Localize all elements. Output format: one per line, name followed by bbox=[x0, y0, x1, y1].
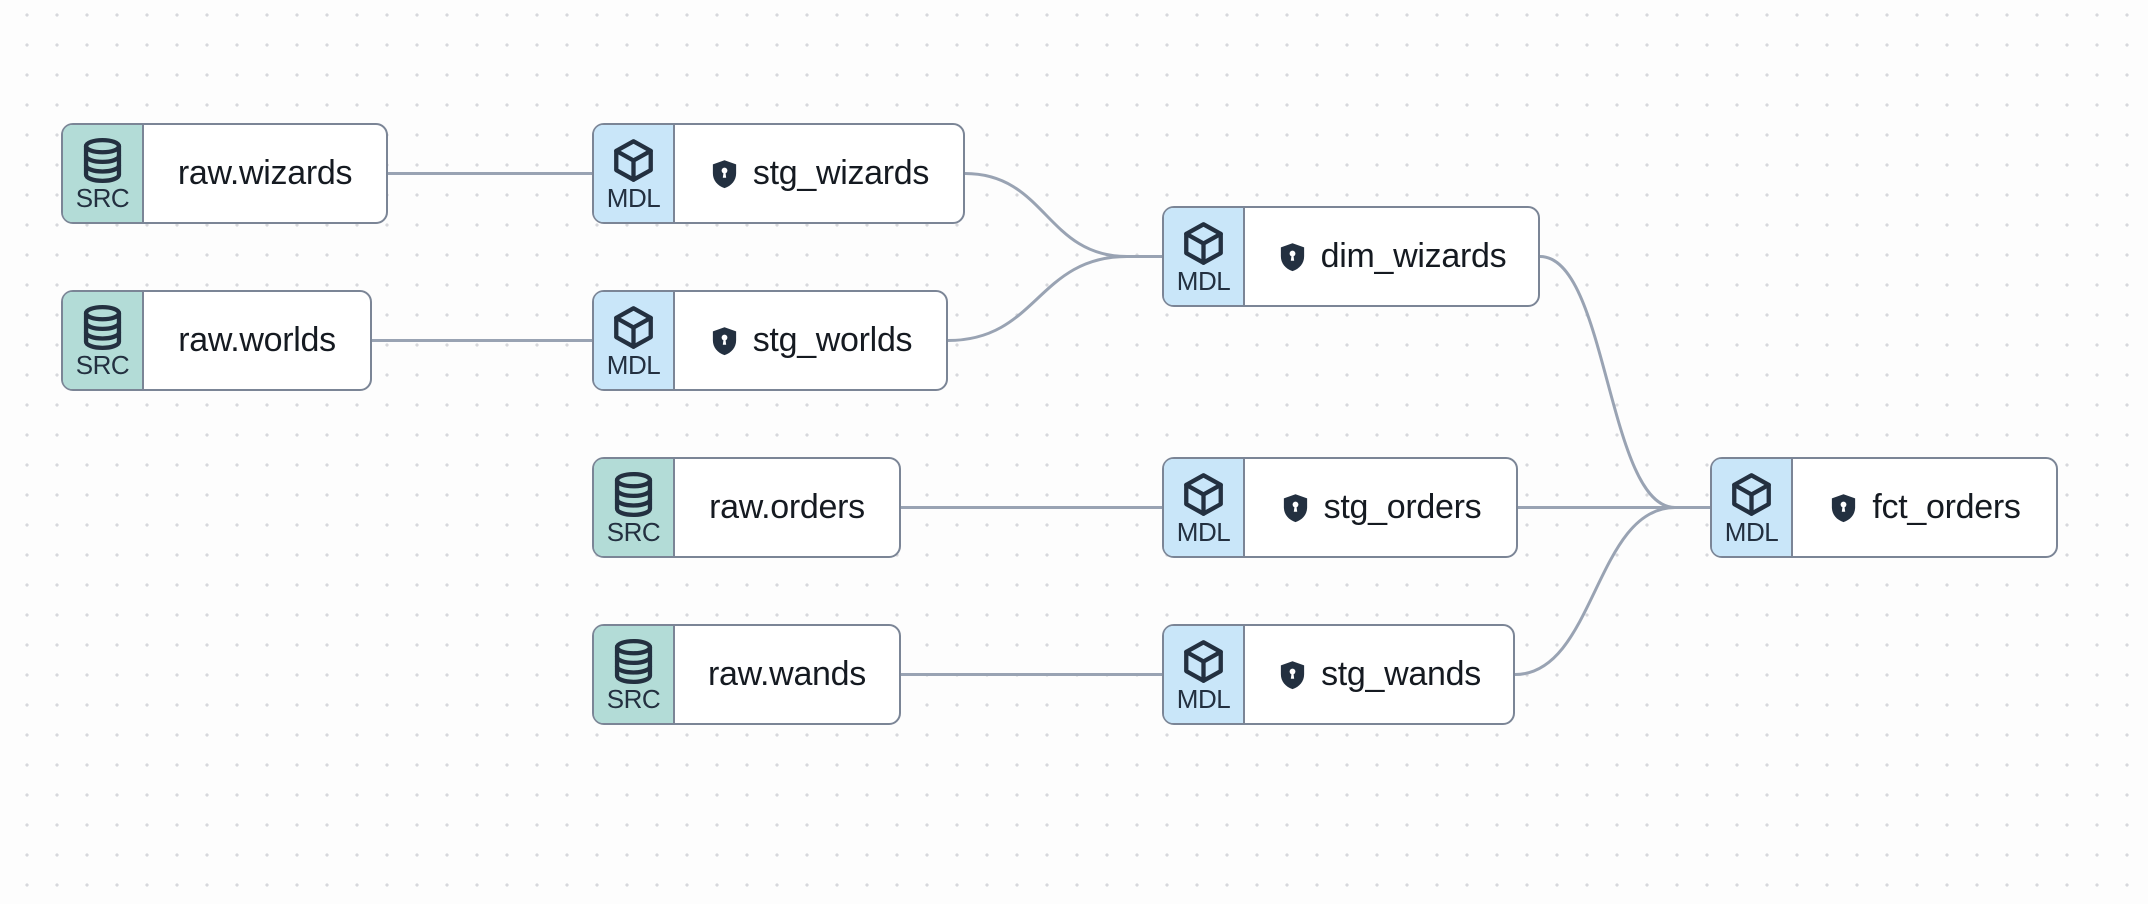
database-icon bbox=[610, 638, 657, 685]
node-label: fct_orders bbox=[1872, 488, 2021, 526]
node-body: raw.worlds bbox=[144, 292, 370, 389]
node-body: stg_orders bbox=[1245, 459, 1516, 556]
node-type-badge: MDL bbox=[1164, 208, 1245, 305]
node-type-badge: MDL bbox=[1712, 459, 1793, 556]
node-label: stg_worlds bbox=[752, 321, 913, 359]
node-type-badge: MDL bbox=[1164, 626, 1245, 723]
cube-icon bbox=[1180, 471, 1227, 518]
edge-stg_worlds-to-dim_wizards bbox=[946, 255, 1164, 342]
node-body: stg_worlds bbox=[675, 292, 946, 389]
cube-icon bbox=[1180, 220, 1227, 267]
node-type-label: MDL bbox=[606, 349, 661, 380]
node-raw.worlds[interactable]: SRC raw.worlds bbox=[61, 290, 372, 391]
node-type-label: SRC bbox=[75, 182, 130, 213]
cube-icon bbox=[610, 304, 657, 351]
node-raw.wands[interactable]: SRC raw.wands bbox=[592, 624, 901, 725]
node-body: raw.wands bbox=[675, 626, 899, 723]
cube-icon bbox=[1728, 471, 1775, 518]
node-type-badge: SRC bbox=[63, 292, 144, 389]
node-label: stg_wands bbox=[1321, 655, 1481, 693]
node-type-badge: MDL bbox=[594, 125, 675, 222]
node-type-label: SRC bbox=[606, 516, 661, 547]
shield-lock-icon bbox=[709, 324, 740, 358]
node-type-label: MDL bbox=[1176, 683, 1231, 714]
node-type-label: MDL bbox=[1176, 265, 1231, 296]
node-type-badge: MDL bbox=[594, 292, 675, 389]
cube-icon bbox=[1180, 638, 1227, 685]
node-stg_orders[interactable]: MDL stg_orders bbox=[1162, 457, 1518, 558]
shield-lock-icon bbox=[1280, 491, 1311, 525]
node-body: stg_wands bbox=[1245, 626, 1513, 723]
shield-lock-icon bbox=[1828, 491, 1859, 525]
node-type-label: SRC bbox=[606, 683, 661, 714]
shield-lock-icon bbox=[709, 157, 740, 191]
node-body: fct_orders bbox=[1793, 459, 2056, 556]
node-label: raw.worlds bbox=[178, 321, 336, 359]
node-body: stg_wizards bbox=[675, 125, 963, 222]
node-body: raw.wizards bbox=[144, 125, 386, 222]
database-icon bbox=[79, 137, 126, 184]
node-fct_orders[interactable]: MDL fct_orders bbox=[1710, 457, 2058, 558]
node-body: raw.orders bbox=[675, 459, 899, 556]
node-label: dim_wizards bbox=[1320, 237, 1507, 275]
node-type-badge: SRC bbox=[594, 626, 675, 723]
node-label: stg_wizards bbox=[752, 154, 930, 192]
database-icon bbox=[79, 304, 126, 351]
node-type-badge: SRC bbox=[63, 125, 144, 222]
node-type-badge: SRC bbox=[594, 459, 675, 556]
node-dim_wizards[interactable]: MDL dim_wizards bbox=[1162, 206, 1540, 307]
edge-stg_wizards-to-dim_wizards bbox=[963, 172, 1164, 258]
node-label: raw.wands bbox=[708, 655, 866, 693]
node-type-label: MDL bbox=[1176, 516, 1231, 547]
shield-lock-icon bbox=[1277, 658, 1308, 692]
cube-icon bbox=[610, 137, 657, 184]
node-label: stg_orders bbox=[1323, 488, 1482, 526]
node-label: raw.orders bbox=[709, 488, 865, 526]
node-label: raw.wizards bbox=[177, 154, 353, 192]
node-stg_wizards[interactable]: MDL stg_wizards bbox=[592, 123, 965, 224]
node-type-badge: MDL bbox=[1164, 459, 1245, 556]
edge-dim_wizards-to-fct_orders bbox=[1538, 255, 1712, 509]
database-icon bbox=[610, 471, 657, 518]
node-type-label: MDL bbox=[1724, 516, 1779, 547]
node-type-label: MDL bbox=[606, 182, 661, 213]
node-stg_wands[interactable]: MDL stg_wands bbox=[1162, 624, 1515, 725]
node-body: dim_wizards bbox=[1245, 208, 1538, 305]
node-raw.orders[interactable]: SRC raw.orders bbox=[592, 457, 901, 558]
shield-lock-icon bbox=[1277, 240, 1308, 274]
edge-stg_wands-to-fct_orders bbox=[1513, 506, 1712, 676]
node-raw.wizards[interactable]: SRC raw.wizards bbox=[61, 123, 388, 224]
node-stg_worlds[interactable]: MDL stg_worlds bbox=[592, 290, 948, 391]
node-type-label: SRC bbox=[75, 349, 130, 380]
